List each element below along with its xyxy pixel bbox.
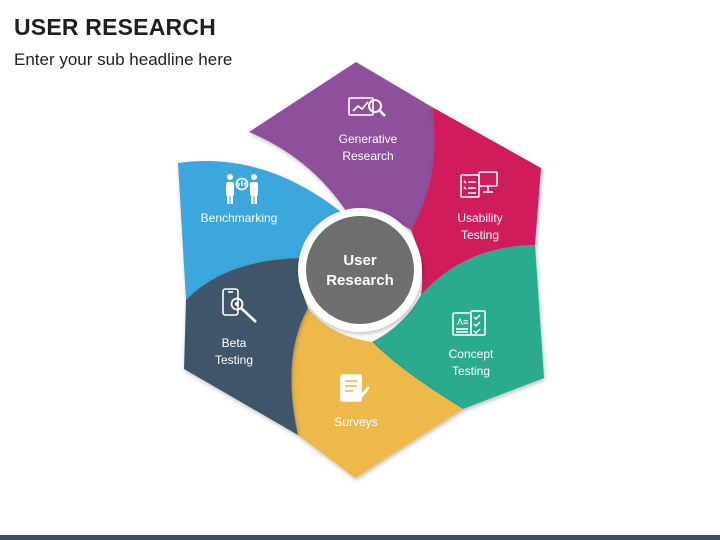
segment-usability-label-line1: Usability	[457, 211, 502, 225]
segment-beta-shape	[184, 258, 308, 435]
segment-benchmarking[interactable]: Benchmarking	[178, 161, 353, 300]
analytics-search-icon	[348, 97, 386, 117]
segment-beta-label-line2: Testing	[215, 353, 253, 367]
center-hub-circle	[306, 216, 414, 324]
survey-document-icon	[340, 374, 371, 402]
segment-usability-label-line2: Testing	[461, 228, 499, 242]
segment-generative[interactable]: Generative Research	[249, 62, 435, 230]
center-hub-label-line2: Research	[326, 272, 394, 289]
segment-concept-label-line1: Concept	[449, 347, 494, 361]
page-subtitle: Enter your sub headline here	[14, 50, 233, 69]
segment-beta-label-line1: Beta	[222, 336, 247, 350]
segment-concept-shape	[372, 245, 544, 409]
segment-generative-shape	[249, 62, 435, 230]
bottom-bar	[0, 535, 720, 540]
monitor-checklist-icon	[460, 171, 498, 198]
segment-surveys-shape	[291, 308, 463, 478]
segment-concept[interactable]: A≡ Concept Testing	[372, 245, 544, 409]
segment-concept-label-line2: Testing	[452, 364, 490, 378]
page-title: USER RESEARCH	[14, 14, 216, 40]
segment-usability[interactable]: Usability Testing	[411, 107, 541, 295]
center-hub-label-line1: User	[343, 252, 377, 269]
segment-benchmarking-label: Benchmarking	[201, 211, 278, 225]
center-hub[interactable]: User Research	[298, 208, 422, 332]
segment-surveys[interactable]: Surveys	[291, 308, 463, 478]
segment-generative-label-line2: Research	[342, 149, 393, 163]
people-compare-icon	[226, 174, 258, 204]
segment-surveys-label: Surveys	[334, 415, 377, 429]
phone-bug-search-icon	[222, 288, 257, 323]
segment-generative-label-line1: Generative	[339, 132, 398, 146]
segment-benchmarking-shape	[178, 161, 353, 300]
document-checklist-icon: A≡	[452, 310, 486, 336]
segment-usability-shape	[411, 107, 541, 295]
svg-text:A≡: A≡	[457, 317, 468, 327]
segment-beta[interactable]: Beta Testing	[184, 258, 308, 435]
